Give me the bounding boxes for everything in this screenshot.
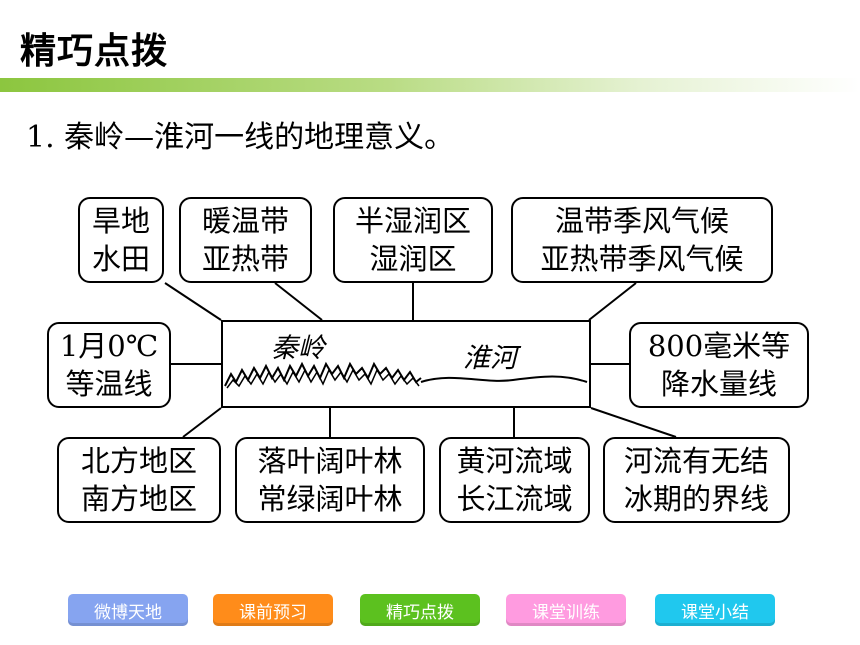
box-line: 北方地区 bbox=[80, 444, 197, 478]
box-line: 温带季风气候 bbox=[554, 204, 729, 238]
qinling-huaihe-map: 秦岭 淮河 bbox=[221, 320, 591, 408]
box-line: 南方地区 bbox=[80, 482, 197, 516]
box-line: 常绿阔叶林 bbox=[257, 482, 403, 516]
box-line: 800毫米等 bbox=[647, 329, 791, 363]
connector-north-south bbox=[182, 407, 222, 438]
box-semi-humid-humid: 半湿润区 湿润区 bbox=[333, 197, 493, 283]
connector-dry-paddy bbox=[164, 282, 222, 321]
box-line: 亚热带季风气候 bbox=[540, 242, 744, 276]
box-forest: 落叶阔叶林 常绿阔叶林 bbox=[235, 437, 425, 523]
box-monsoon-climate: 温带季风气候 亚热带季风气候 bbox=[511, 197, 773, 283]
nav-button-preview[interactable]: 课前预习 bbox=[213, 594, 333, 626]
box-line: 亚热带 bbox=[201, 242, 289, 276]
title-underline-bar bbox=[0, 78, 860, 92]
box-isotherm: 1月0℃ 等温线 bbox=[47, 322, 171, 408]
subtitle: 1. 秦岭—淮河一线的地理意义。 bbox=[26, 120, 455, 155]
box-river-freeze: 河流有无结 冰期的界线 bbox=[603, 437, 790, 523]
huaihe-river bbox=[420, 375, 588, 383]
box-north-south: 北方地区 南方地区 bbox=[57, 437, 221, 523]
box-line: 旱地 bbox=[91, 204, 150, 238]
mountain-ridge-inner bbox=[226, 368, 420, 389]
label-qinling: 秦岭 bbox=[271, 333, 325, 364]
box-line: 长江流域 bbox=[456, 482, 573, 516]
box-line: 落叶阔叶林 bbox=[257, 444, 403, 478]
connector-monsoon bbox=[588, 282, 637, 321]
map-drawing bbox=[224, 361, 588, 389]
nav-button-weibo[interactable]: 微博天地 bbox=[68, 594, 188, 626]
box-temperate-subtropical: 暖温带 亚热带 bbox=[179, 197, 312, 283]
box-line: 黄河流域 bbox=[456, 444, 573, 478]
box-river-basin: 黄河流域 长江流域 bbox=[439, 437, 590, 523]
box-line: 河流有无结 bbox=[623, 444, 769, 478]
box-isohyet: 800毫米等 降水量线 bbox=[629, 322, 809, 408]
label-huaihe: 淮河 bbox=[463, 343, 517, 374]
nav-button-tips[interactable]: 精巧点拨 bbox=[360, 594, 480, 626]
connector-river-freeze bbox=[590, 407, 677, 438]
box-line: 降水量线 bbox=[660, 367, 777, 401]
box-line: 半湿润区 bbox=[354, 204, 471, 238]
box-line: 水田 bbox=[91, 242, 150, 276]
box-line: 1月0℃ bbox=[59, 329, 159, 363]
box-line: 等温线 bbox=[65, 367, 153, 401]
box-line: 暖温带 bbox=[201, 204, 289, 238]
connector-temperate bbox=[274, 282, 323, 321]
nav-button-summary[interactable]: 课堂小结 bbox=[655, 594, 775, 626]
box-line: 湿润区 bbox=[369, 242, 457, 276]
box-line: 冰期的界线 bbox=[623, 482, 769, 516]
page-title: 精巧点拨 bbox=[20, 31, 169, 72]
box-dry-paddy: 旱地 水田 bbox=[78, 197, 164, 283]
nav-button-training[interactable]: 课堂训练 bbox=[506, 594, 626, 626]
